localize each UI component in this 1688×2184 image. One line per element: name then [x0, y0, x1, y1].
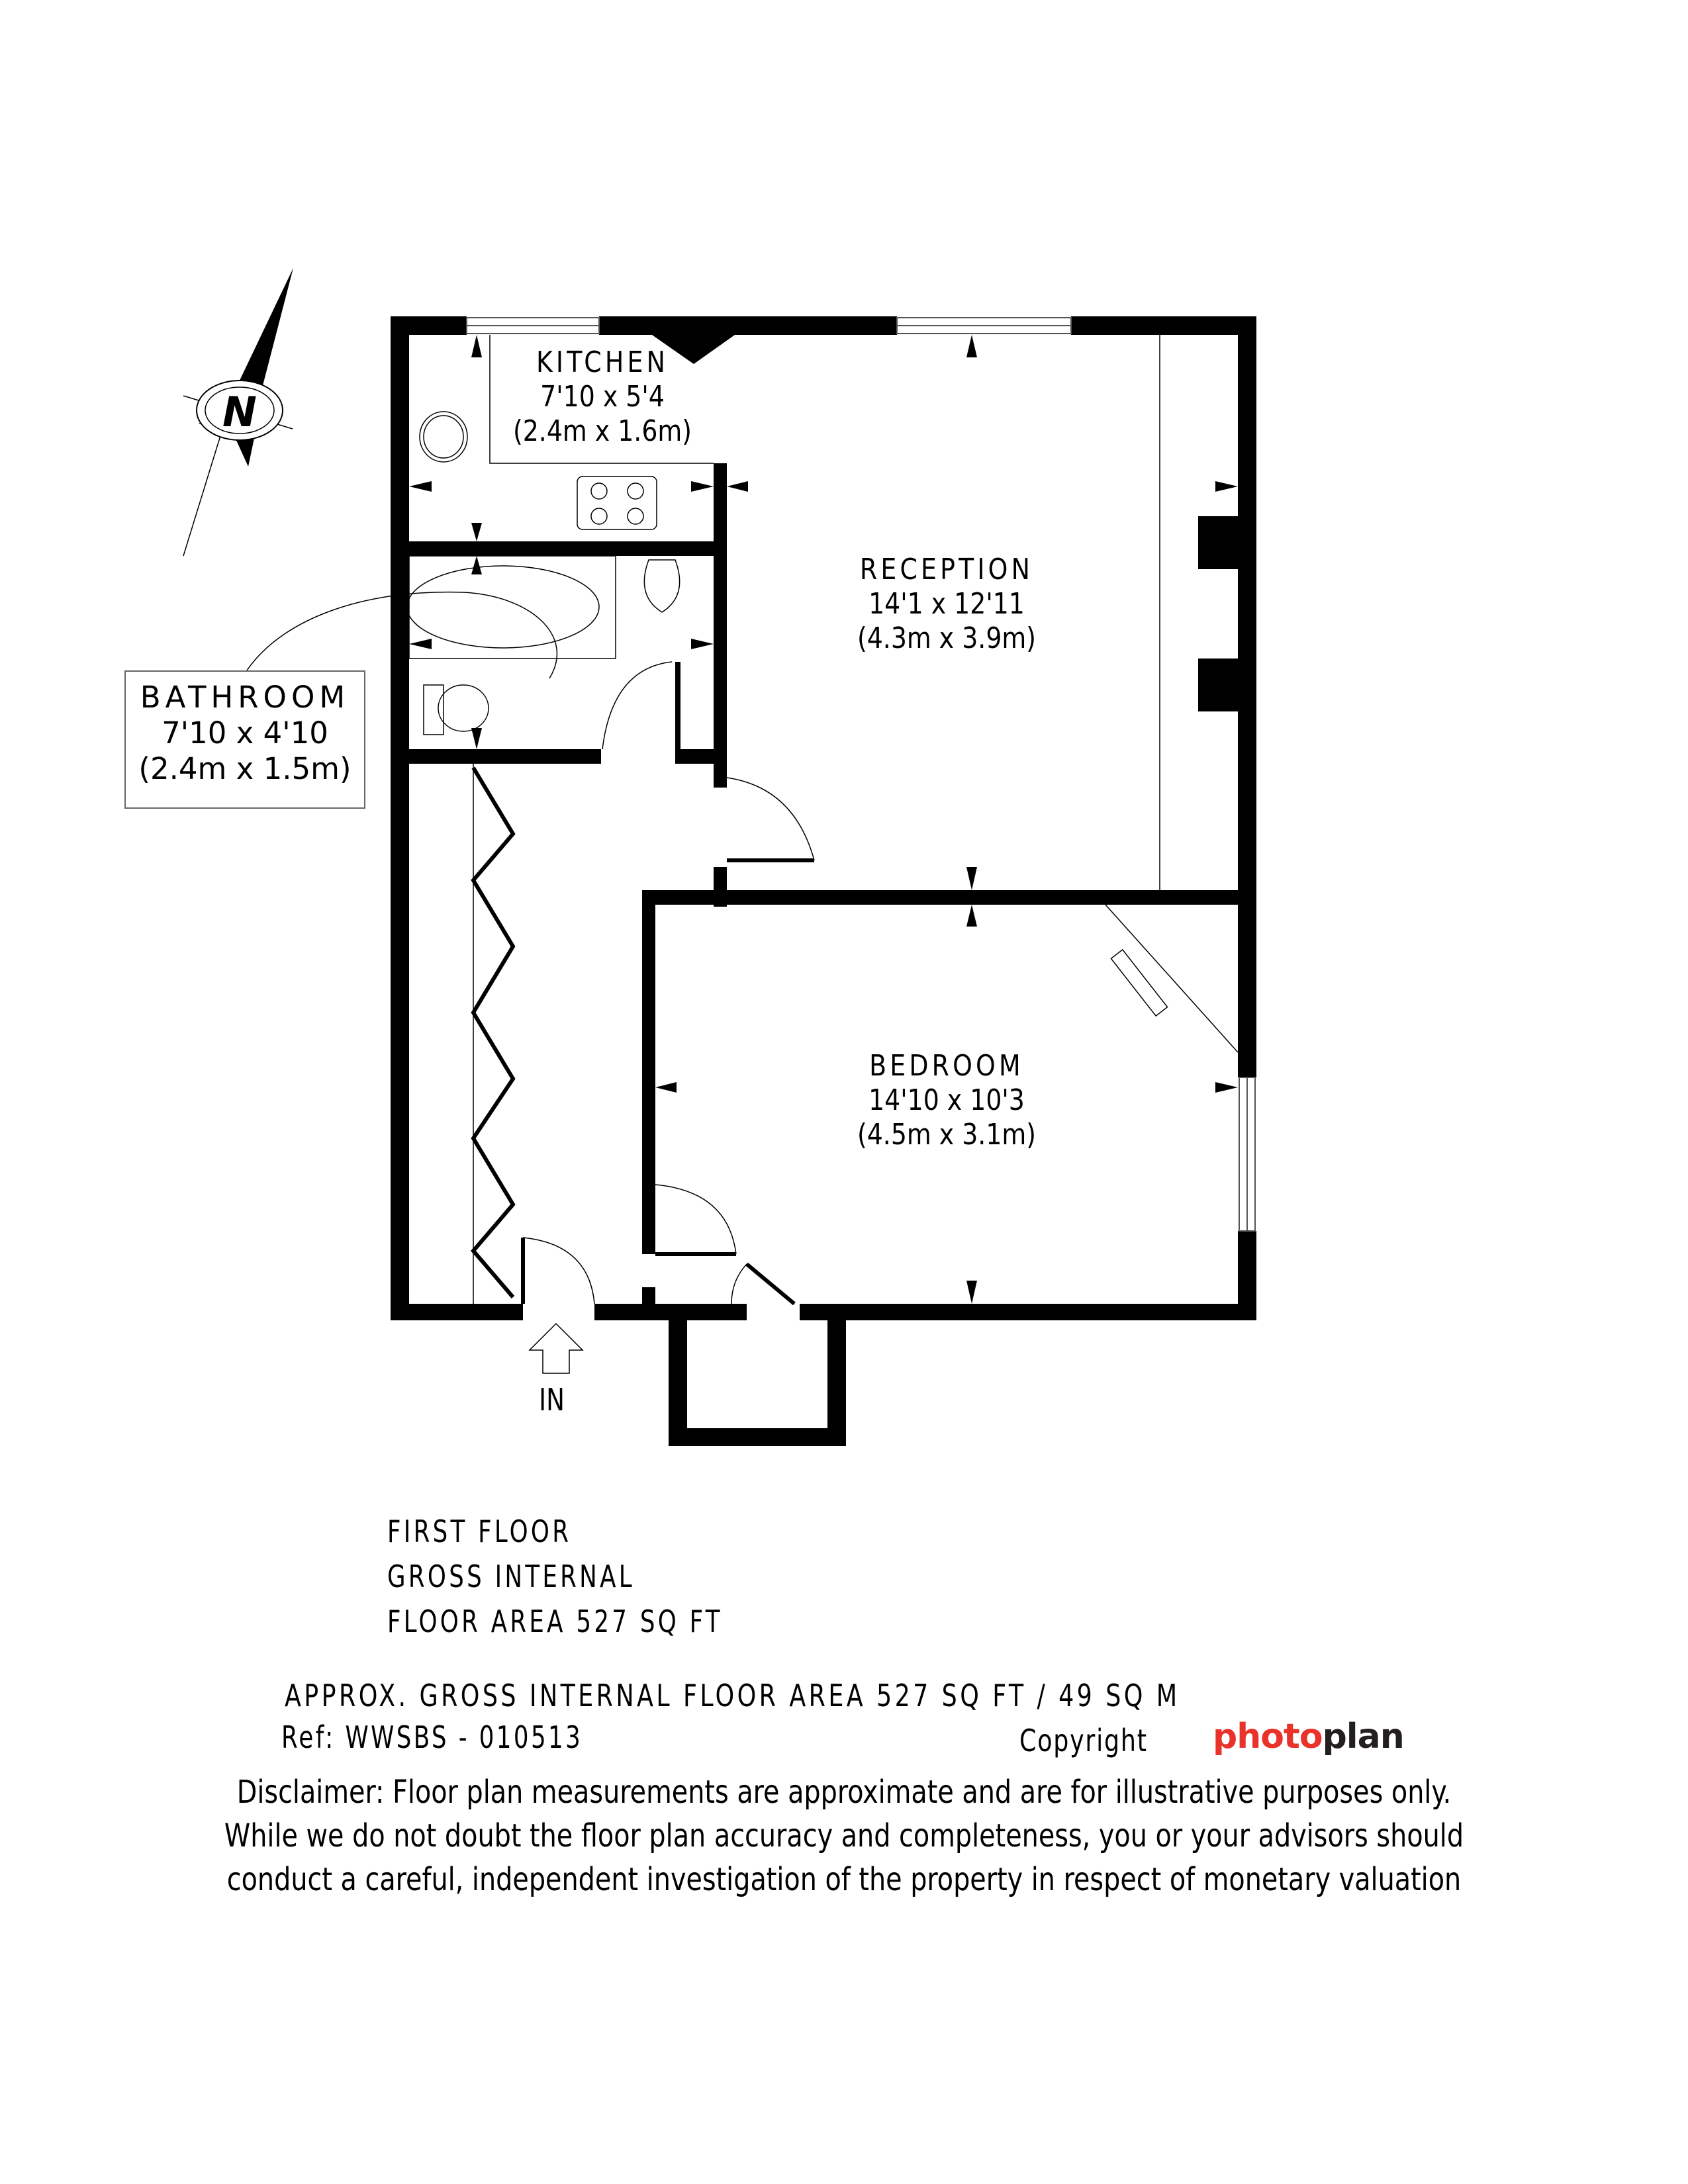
disclaimer: Disclaimer: Floor plan measurements are …	[0, 1770, 1688, 1901]
kitchen-metric: (2.4m x 1.6m)	[512, 414, 692, 448]
kitchen-label: KITCHEN 7'10 x 5'4 (2.4m x 1.6m)	[506, 345, 699, 449]
floor-area-line3: FLOOR AREA 527 SQ FT	[387, 1604, 723, 1639]
bedroom-name: BEDROOM	[869, 1049, 1024, 1083]
reception-name: RECEPTION	[859, 553, 1034, 586]
bedroom-metric: (4.5m x 3.1m)	[857, 1117, 1037, 1152]
bathroom-metric: (2.4m x 1.5m)	[138, 751, 352, 786]
disclaimer-line-1: Disclaimer: Floor plan measurements are …	[236, 1774, 1452, 1811]
bathroom-imperial: 7'10 x 4'10	[162, 715, 328, 751]
floor-plan-drawing: N	[183, 268, 1256, 1446]
bathroom-leader-line	[246, 591, 558, 679]
doors	[471, 661, 815, 1306]
reception-label: RECEPTION 14'1 x 12'11 (4.3m x 3.9m)	[804, 553, 1089, 656]
disclaimer-line-3: conduct a careful, independent investiga…	[226, 1861, 1462, 1898]
bathroom-name: BATHROOM	[140, 680, 350, 715]
reception-metric: (4.3m x 3.9m)	[857, 621, 1037, 655]
dimension-arrows	[409, 335, 1238, 1304]
floor-name: FIRST FLOOR	[387, 1514, 572, 1549]
floor-info: FIRST FLOOR GROSS INTERNAL FLOOR AREA 52…	[387, 1509, 723, 1644]
kitchen-imperial: 7'10 x 5'4	[540, 379, 665, 414]
brand-photo: photo	[1213, 1717, 1323, 1756]
copyright-text: Copyright	[1019, 1723, 1148, 1758]
compass-north-icon: N	[183, 268, 293, 557]
bathroom-label: BATHROOM 7'10 x 4'10 (2.4m x 1.5m)	[124, 670, 365, 809]
approx-area: APPROX. GROSS INTERNAL FLOOR AREA 527 SQ…	[285, 1678, 1180, 1713]
entrance-label: IN	[539, 1382, 565, 1418]
kitchen-name: KITCHEN	[536, 345, 669, 379]
entrance-arrow-icon	[528, 1322, 584, 1374]
compass-label: N	[222, 388, 257, 436]
photoplan-logo: photoplan	[1213, 1717, 1405, 1756]
floor-area-line2: GROSS INTERNAL	[387, 1559, 635, 1594]
fixtures	[406, 335, 1239, 1304]
bedroom-imperial: 14'10 x 10'3	[868, 1083, 1025, 1117]
bedroom-label: BEDROOM 14'10 x 10'3 (4.5m x 3.1m)	[804, 1049, 1089, 1152]
disclaimer-line-2: While we do not doubt the floor plan acc…	[224, 1817, 1464, 1854]
brand-plan: plan	[1322, 1717, 1405, 1756]
walls	[391, 316, 1256, 1446]
windows	[466, 317, 1256, 1232]
reference-number: Ref: WWSBS - 010513	[281, 1719, 583, 1755]
reception-imperial: 14'1 x 12'11	[868, 586, 1025, 621]
